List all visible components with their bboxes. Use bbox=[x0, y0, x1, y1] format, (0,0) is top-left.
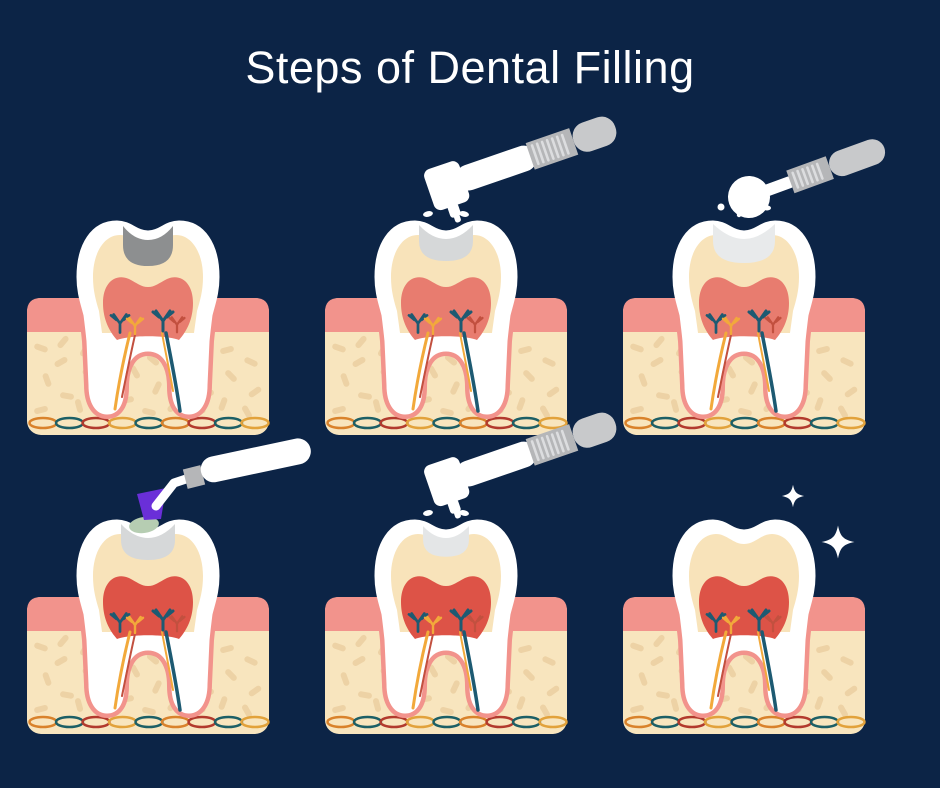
polished-filling-icon bbox=[423, 526, 469, 557]
step-3-illustration bbox=[621, 128, 892, 437]
step-1-illustration bbox=[25, 135, 271, 437]
page-title: Steps of Dental Filling bbox=[245, 42, 695, 93]
filling-material-icon bbox=[129, 516, 159, 534]
sparkle-icon bbox=[821, 525, 855, 559]
drill-dust-icon bbox=[423, 211, 469, 217]
decay-cavity-icon bbox=[123, 226, 173, 266]
step-4-illustration bbox=[25, 438, 311, 736]
dental-mirror-icon bbox=[722, 128, 892, 224]
filling-applicator-icon bbox=[129, 438, 311, 534]
step-6-illustration bbox=[621, 484, 867, 736]
drilled-cavity-icon bbox=[419, 225, 473, 261]
drill-dust-icon bbox=[423, 510, 469, 516]
tooth-cross-section-icon bbox=[377, 510, 515, 711]
step-5-illustration bbox=[323, 403, 628, 736]
tooth-cross-section-icon bbox=[377, 211, 515, 412]
tooth-cross-section-icon bbox=[79, 223, 217, 412]
step-2-illustration bbox=[323, 107, 628, 437]
cleaned-cavity-icon bbox=[713, 224, 775, 263]
sparkle-icon bbox=[781, 484, 805, 508]
tooth-cross-section-icon bbox=[79, 522, 217, 711]
cavity-being-filled-icon bbox=[121, 524, 175, 560]
